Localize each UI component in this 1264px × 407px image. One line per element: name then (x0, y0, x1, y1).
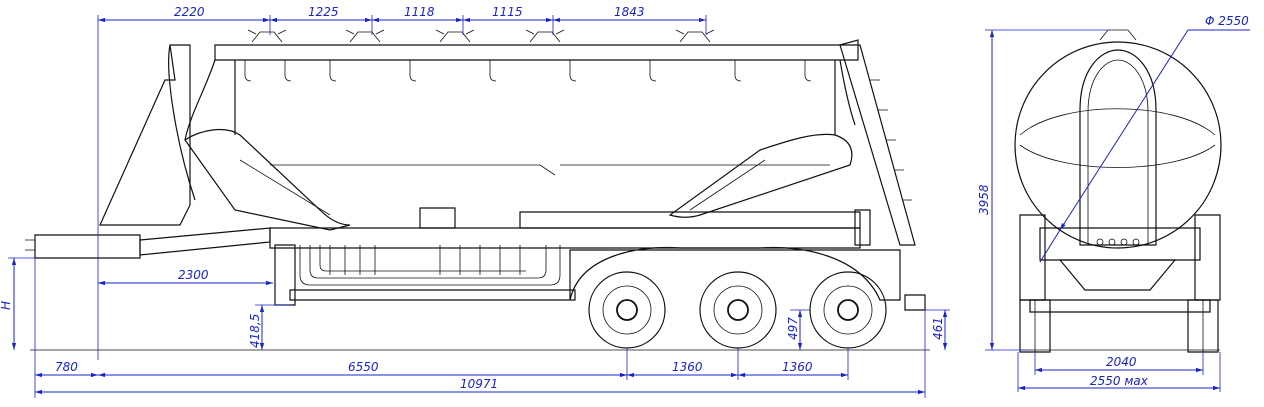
dim-H: H (0, 301, 13, 310)
cone-front (184, 128, 351, 231)
tank-circle (1014, 41, 1222, 249)
dim-3958: 3958 (977, 184, 991, 215)
tank-body (214, 39, 859, 61)
rear-view (1014, 29, 1222, 353)
front-frame (99, 44, 191, 226)
aeration-hooks (244, 60, 812, 82)
dim-2550-max: 2550 мах (1090, 374, 1149, 388)
dim-497: 497 (786, 317, 800, 340)
dim-6550: 6550 (348, 360, 379, 374)
side-view (25, 29, 930, 351)
dim-461: 461 (931, 317, 945, 340)
dim-2300: 2300 (178, 268, 209, 282)
dim-1360-a: 1360 (672, 360, 703, 374)
dim-1118: 1118 (404, 5, 435, 19)
dim-1843: 1843 (614, 5, 645, 19)
dim-diameter-2550: Φ 2550 (1205, 14, 1249, 28)
dim-780: 780 (55, 360, 78, 374)
dim-1225: 1225 (308, 5, 339, 19)
dim-2220: 2220 (174, 5, 205, 19)
fender (569, 246, 901, 301)
cone-rear (668, 133, 853, 218)
dim-10971: 10971 (460, 377, 498, 391)
piping (299, 245, 561, 286)
dim-1115: 1115 (492, 5, 523, 19)
dim-2040: 2040 (1106, 355, 1137, 369)
dim-418-5: 418,5 (248, 314, 262, 348)
rear-ladder (839, 44, 916, 246)
rear-ladder-front (1079, 49, 1157, 246)
top-hatches (247, 29, 715, 43)
side-dimensions: 2220 1225 1118 1115 1843 2300 H 418,5 49… (0, 5, 950, 398)
wheels-rear (1019, 299, 1219, 353)
chassis-frame (269, 227, 861, 249)
dim-1360-b: 1360 (782, 360, 813, 374)
rear-dimensions: 3958 Φ 2550 2040 2550 мах (977, 14, 1250, 392)
wheels-side (588, 271, 887, 349)
